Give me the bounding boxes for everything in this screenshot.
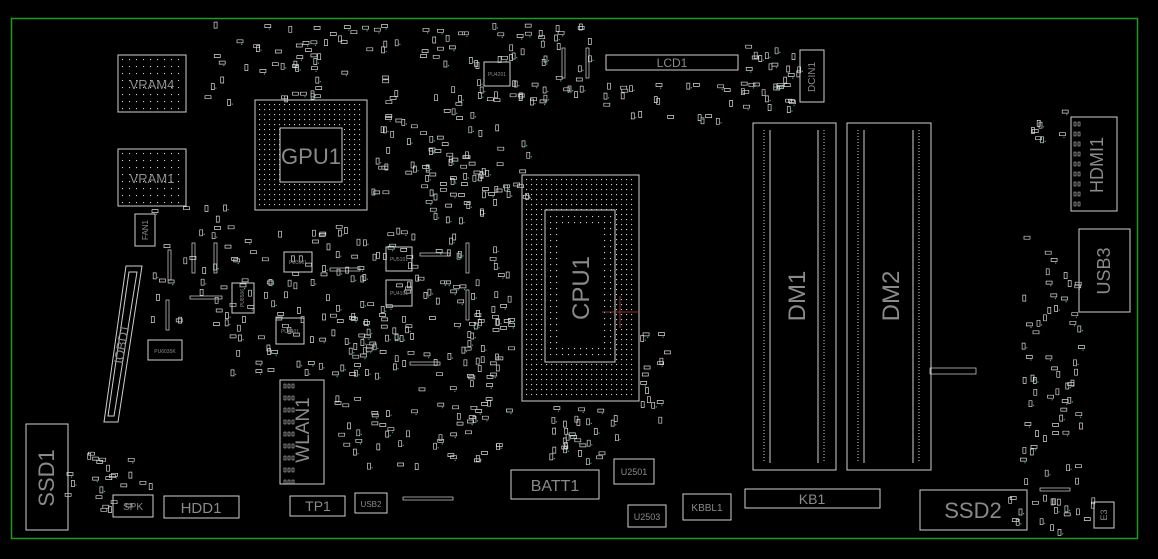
pu6035k-label: PU6035K [154,349,176,355]
pu3501-chip: PU3501 [283,251,313,273]
fan1-connector: FAN1 [134,213,156,247]
tp1-connector: TP1 [289,495,346,517]
ssd2-connector: SSD2 [919,489,1028,531]
pu4801-chip: PU4801 [275,317,305,345]
pu4801-label: PU4801 [281,329,299,335]
u2503-chip: U2503 [627,504,667,528]
pu3501-label: PU3501 [289,260,307,266]
small-parts-layer [64,21,1096,536]
pu4201-chip: PU4201 [483,61,511,87]
kb1-label: KB1 [799,491,826,507]
dcin1-label: DCIN1 [807,62,818,92]
cpu1-chip: CPU1 [521,174,640,402]
kbbl1-connector: KBBL1 [682,493,732,521]
e3-label: E3 [1099,509,1109,520]
spk-label: SPK [123,502,143,513]
wlan1-label: WLAN1 [293,397,314,462]
tp1-label: TP1 [305,498,331,514]
wlan1-connector: WLAN1 [279,379,325,485]
u2501-label: U2501 [621,467,648,477]
dm1-label: DM1 [784,271,811,322]
pu4101-chip: PU4101 [385,279,413,307]
u2501-chip: U2501 [613,458,655,485]
e3-pad: E3 [1093,501,1115,529]
usb3-connector: USB3 [1078,228,1131,313]
pu4201-label: PU4201 [488,72,506,78]
usb2-label: USB2 [361,500,382,509]
spk-connector: SPK [112,494,154,518]
dm2-label: DM2 [878,271,905,322]
hdmi1-label: HDMI1 [1087,137,1107,193]
pu5101-label: PU5101 [390,257,408,263]
u2503-label: U2503 [634,512,661,522]
board-outline [10,17,1139,540]
hdmi1-connector: HDMI1 [1070,116,1118,212]
pu6035k-chip: PU6035K [147,339,183,361]
dcin1-connector: DCIN1 [799,49,825,103]
vram1-chip: VRAM1 [117,148,187,207]
usb3-label: USB3 [1094,247,1114,294]
iobd1-connector: IOBD1 [103,265,143,423]
lcd1-connector: LCD1 [605,54,739,71]
lcd1-label: LCD1 [657,56,688,70]
gpu1-chip: GPU1 [254,99,368,211]
vram4-chip: VRAM4 [117,54,187,113]
pu8506-chip: PU8506 [231,282,255,314]
pu5101-chip: PU5101 [385,246,413,272]
usb2-connector: USB2 [354,492,388,514]
batt1-label: BATT1 [531,478,580,495]
ssd1-connector: SSD1 [25,423,69,531]
vram1-label: VRAM1 [130,171,175,186]
hdd1-label: HDD1 [181,500,222,517]
fan1-label: FAN1 [141,219,150,240]
batt1-connector: BATT1 [510,469,600,500]
ssd1-label: SSD1 [34,449,59,506]
kb1-connector: KB1 [744,488,881,509]
pu8506-label: PU8506 [240,289,246,307]
hdd1-connector: HDD1 [163,495,240,519]
ssd2-label: SSD2 [944,498,1001,523]
vram4-label: VRAM4 [130,77,175,92]
dm1-slot: DM1 [752,122,837,471]
pu4101-label: PU4101 [390,291,408,297]
cpu1-label: CPU1 [568,256,595,320]
dm2-slot: DM2 [846,122,932,471]
gpu1-label: GPU1 [281,144,341,169]
iobd1-label: IOBD1 [111,324,133,365]
kbbl1-label: KBBL1 [691,503,723,514]
